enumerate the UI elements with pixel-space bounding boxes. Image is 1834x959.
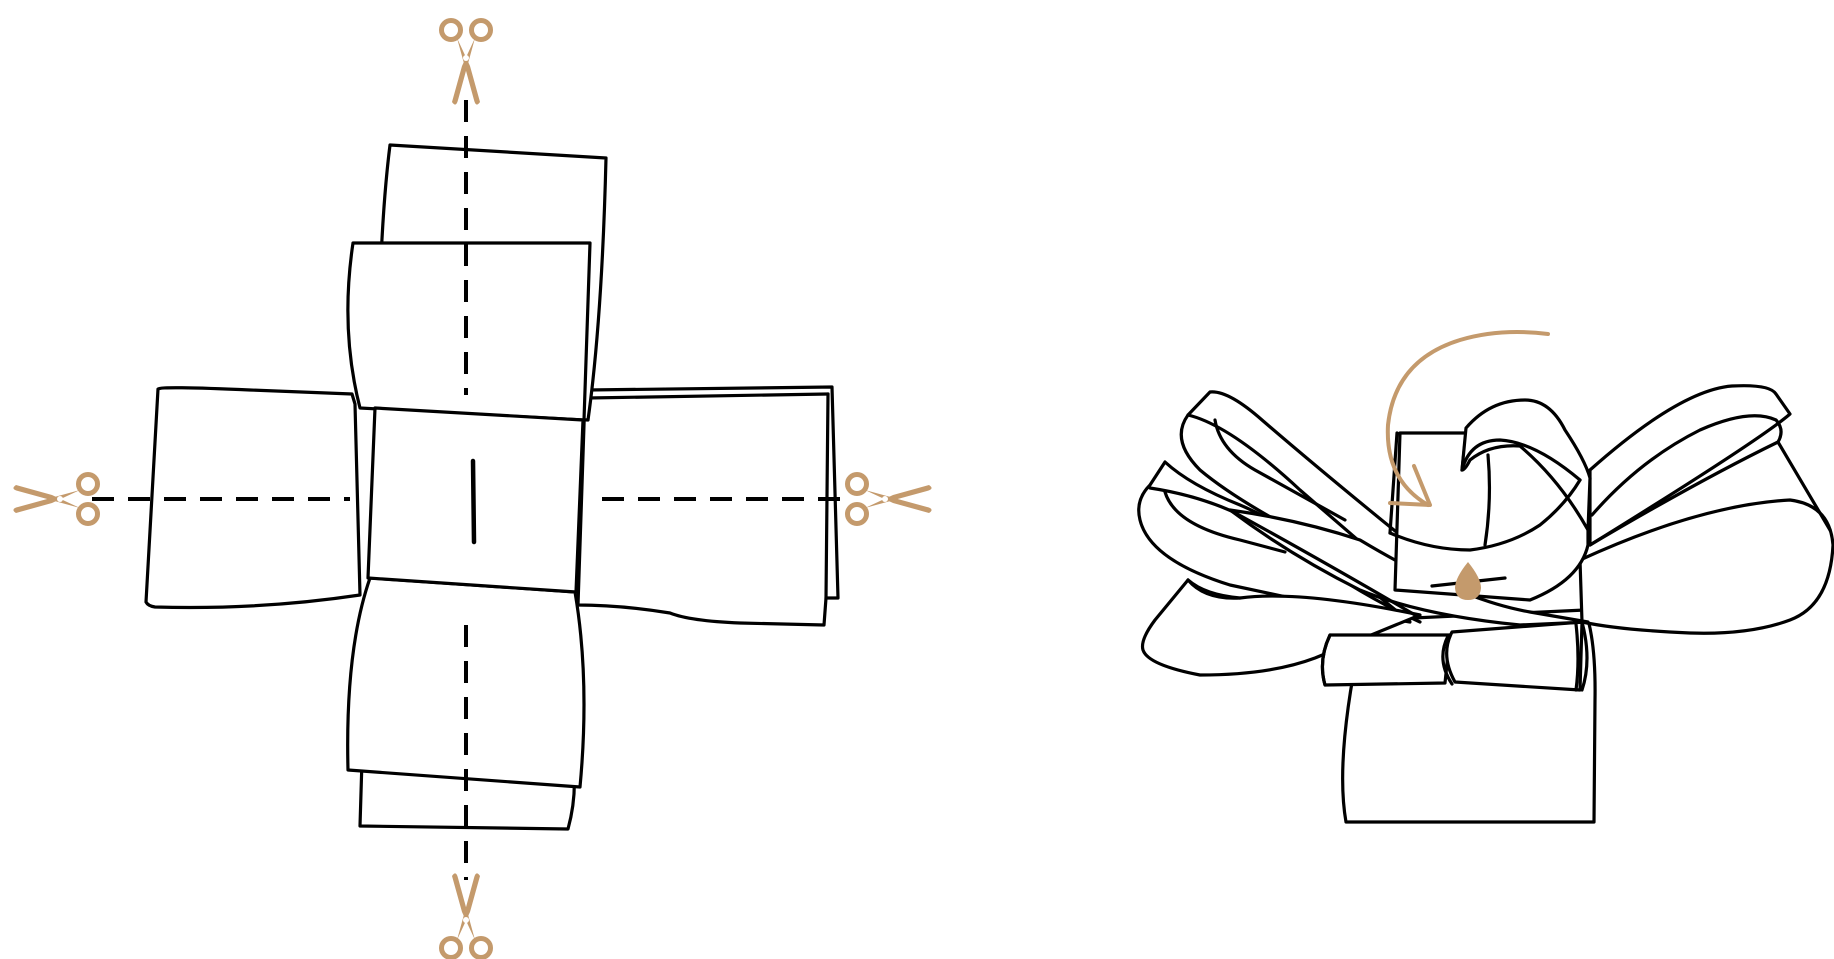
curved-arrow-icon	[1385, 330, 1550, 507]
scissors-icon	[441, 20, 491, 105]
glue-drop-icon	[1455, 562, 1481, 600]
cross-shaped-folded-paper	[13, 20, 932, 958]
folded-paper-bow	[1137, 330, 1834, 824]
bow-loop-right-back	[1588, 384, 1792, 547]
top-front-panel	[346, 241, 592, 422]
scissors-icon	[13, 474, 98, 524]
bow-center-band	[1445, 620, 1584, 692]
bow-loop-right-lower	[1578, 498, 1834, 635]
scissors-icon	[847, 474, 932, 524]
right-arm-panel	[576, 385, 840, 627]
bow-knot	[1320, 633, 1452, 687]
scissors-icon	[441, 873, 491, 958]
